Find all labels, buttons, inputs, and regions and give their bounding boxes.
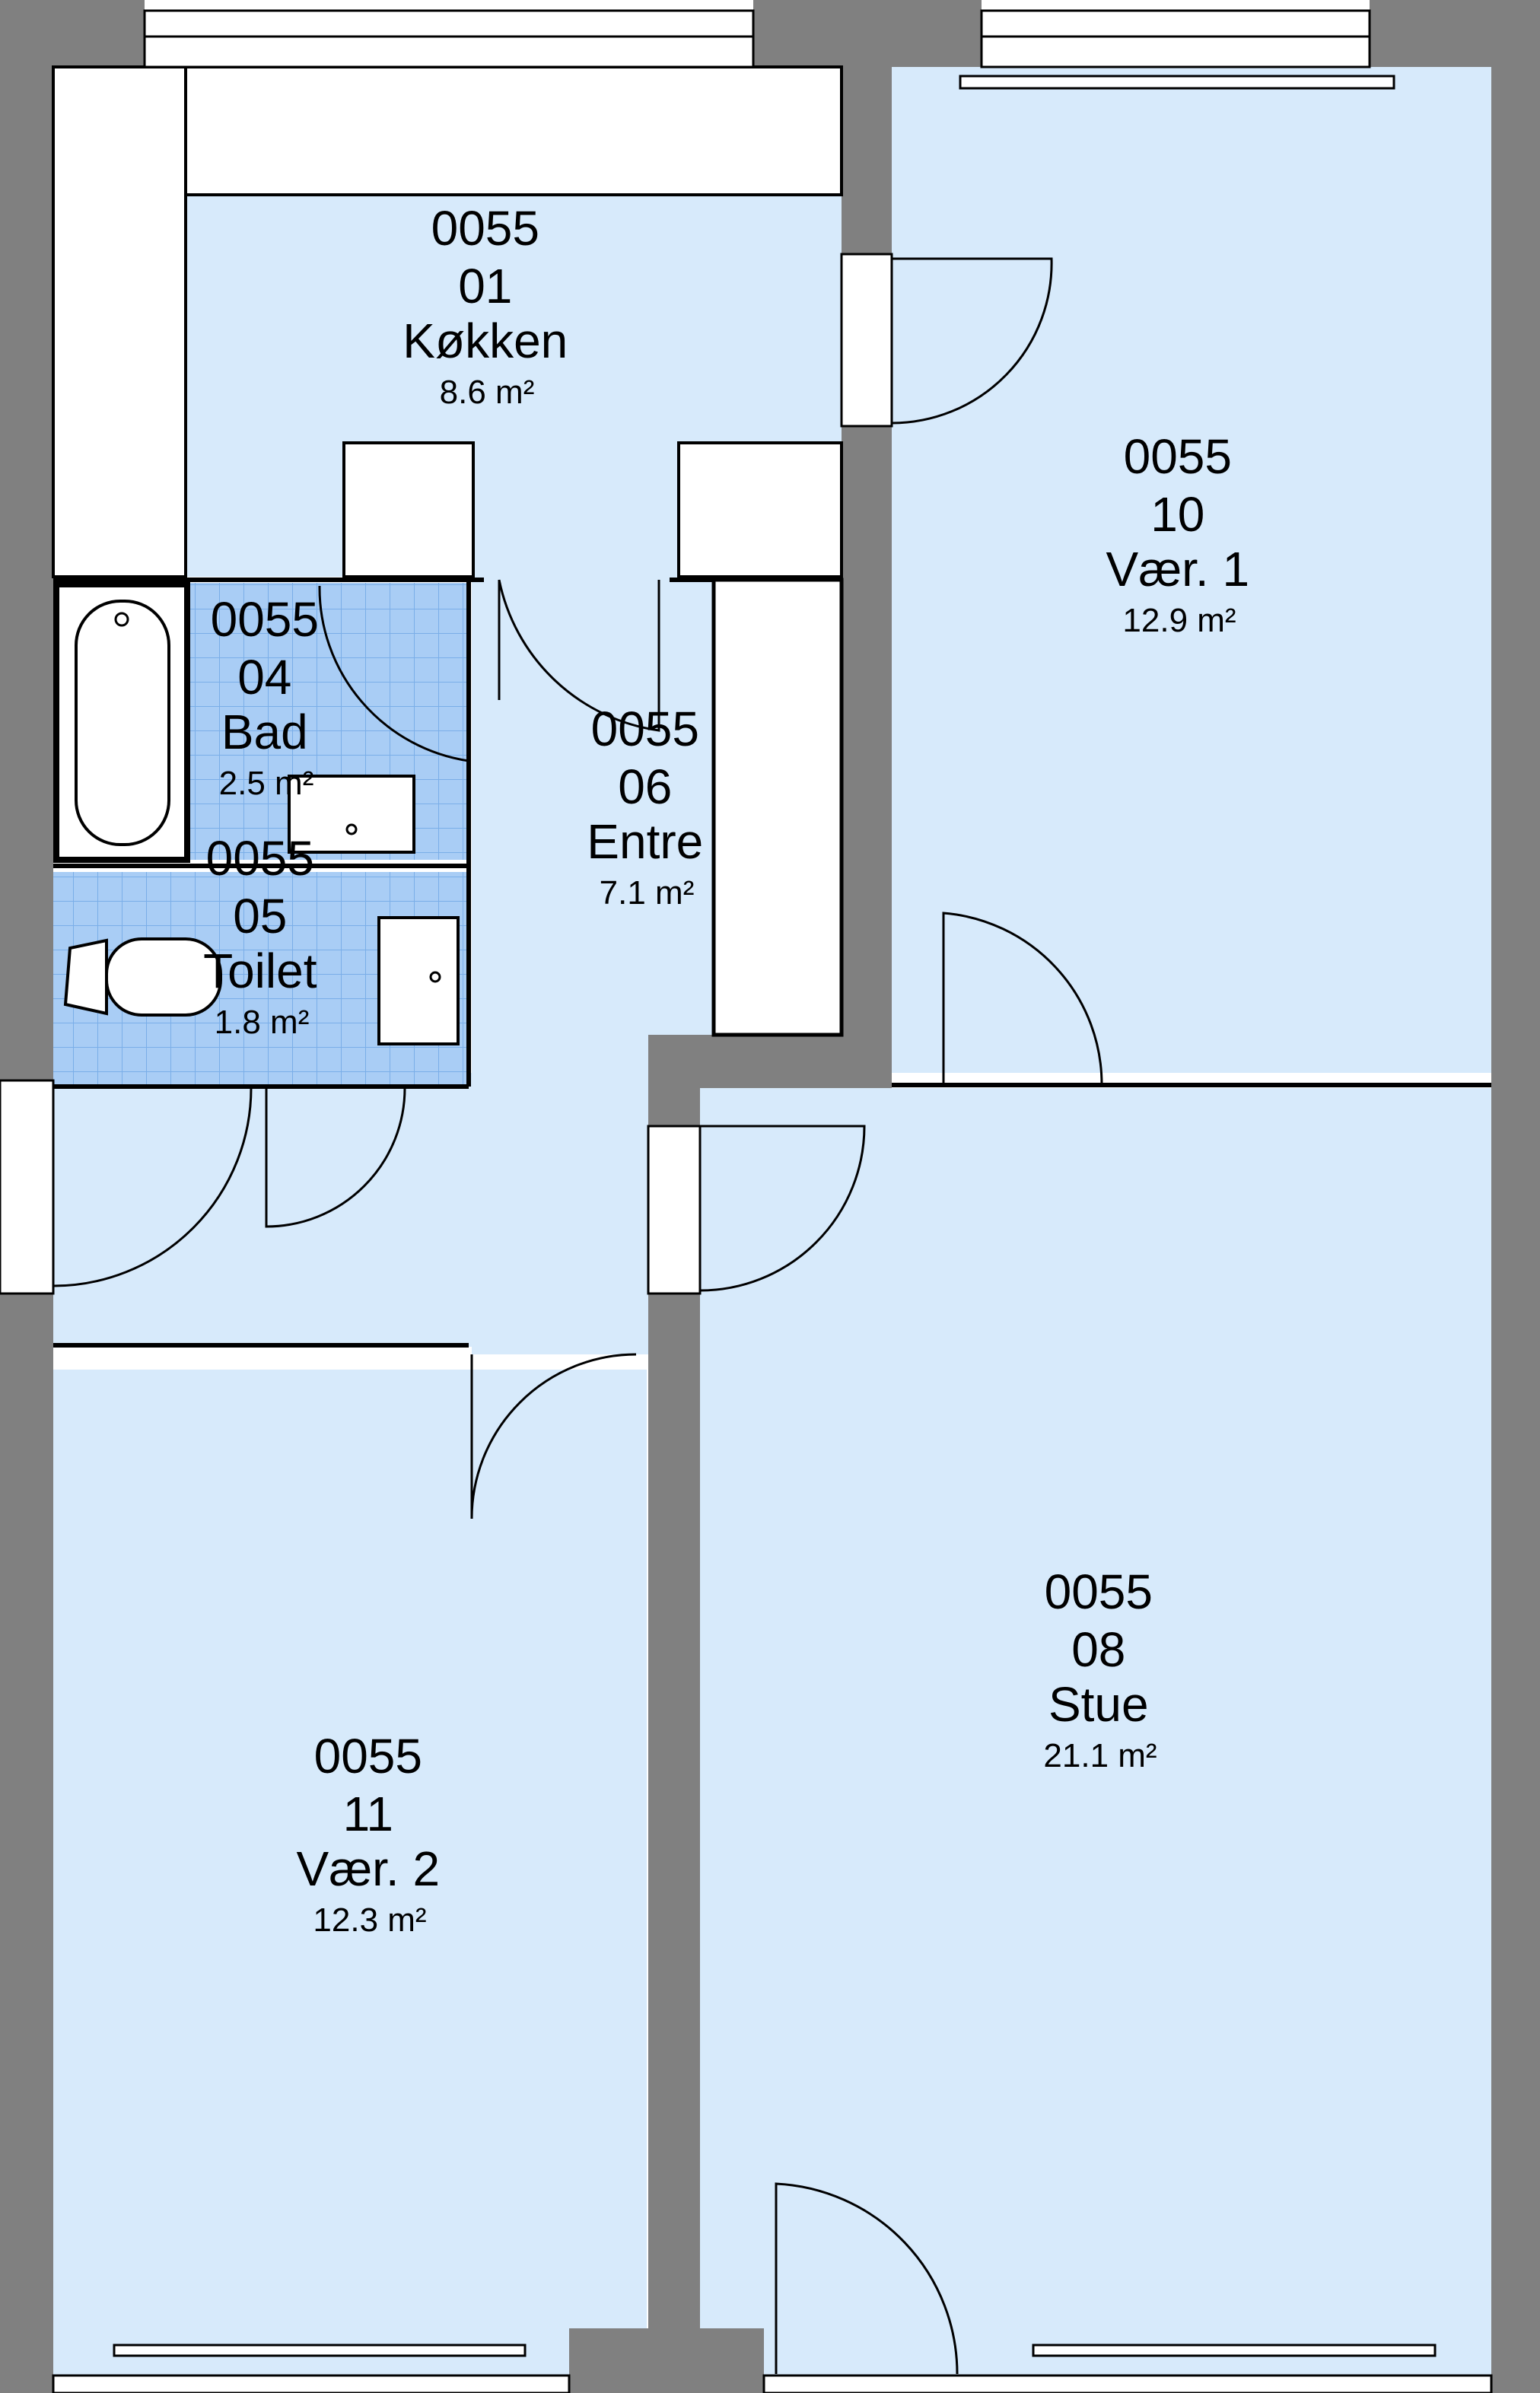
kitchen-counter-left <box>52 65 187 578</box>
label-vaer2: 0055 11 Vær. 2 12.3 m² <box>297 1729 444 1939</box>
door-toilet-icon <box>265 1087 406 1228</box>
label-kokken: 0055 01 Køkken 8.6 m² <box>402 201 571 411</box>
door-room1-icon <box>942 912 1103 1086</box>
window-kitchen <box>143 9 755 68</box>
wall-left-lower <box>0 1294 53 2393</box>
door-kitchen-entre-icon <box>498 579 660 732</box>
bath-fixtures <box>53 581 460 1045</box>
partitions <box>53 578 1491 1348</box>
toilet-bowl-icon <box>63 938 108 1016</box>
window-stue-sill <box>1032 2344 1437 2357</box>
floor-vaer2 <box>53 1370 647 2382</box>
wall-entre-stue-b <box>648 1294 700 2393</box>
toilet-sink <box>377 916 460 1045</box>
wall-kitchen-room1-b <box>842 426 892 1073</box>
wall-kitchen-room1-a <box>842 67 892 254</box>
door-kitchen-room1-icon <box>891 257 1053 425</box>
wall-right <box>1491 0 1540 2393</box>
window-room2 <box>52 2374 571 2393</box>
label-entre: 0055 06 Entre 7.1 m² <box>587 702 706 912</box>
label-vaer1: 0055 10 Vær. 1 12.9 m² <box>1106 429 1253 639</box>
bathtub-inner <box>75 600 170 846</box>
window-stue <box>762 2374 1493 2393</box>
floor-stue <box>700 1088 1491 2382</box>
opening-kitchen-room1 <box>840 253 893 428</box>
bath-sink-drain-icon <box>345 823 358 835</box>
room-labels: 0055 01 Køkken 8.6 m² 0055 10 Vær. 1 12.… <box>203 201 1253 1939</box>
door-openings <box>0 253 893 1295</box>
door-entre-stue-icon <box>699 1125 866 1292</box>
wall-top-mid <box>753 0 982 67</box>
door-room2-icon <box>470 1353 637 1519</box>
room-floors <box>53 67 1491 2382</box>
label-stue: 0055 08 Stue 21.1 m² <box>1043 1564 1157 1774</box>
opening-front-door <box>0 1079 55 1295</box>
floor-vaer1 <box>892 67 1491 1073</box>
wall-bottom-pier <box>569 2328 764 2393</box>
window-room1 <box>980 9 1371 68</box>
door-bath-icon <box>318 585 470 762</box>
label-toilet: 0055 05 Toilet 1.8 m² <box>203 831 320 1041</box>
window-room2-sill <box>113 2344 527 2357</box>
bath-sink <box>288 775 415 854</box>
front-door-icon <box>52 1087 253 1287</box>
closet-entre <box>711 578 844 1037</box>
kitchen-cabinet-a <box>342 441 475 578</box>
window-room1-sill <box>959 75 1395 90</box>
door-stue-balcony-icon <box>775 2182 959 2375</box>
wall-left <box>0 0 53 1080</box>
kitchen-fittings <box>52 65 843 578</box>
toilet-seat-icon <box>105 937 222 1017</box>
wall-entre-stue-a <box>648 1035 700 1126</box>
opening-entre-stue <box>647 1125 702 1295</box>
windows <box>52 9 1493 2393</box>
toilet-sink-drain-icon <box>429 971 441 983</box>
door-swings <box>52 257 1103 2375</box>
label-bad: 0055 04 Bad 2.5 m² <box>211 592 323 802</box>
bathtub-drain-icon <box>114 612 129 627</box>
floor-hall <box>53 1073 712 1347</box>
kitchen-cabinet-b <box>677 441 843 578</box>
